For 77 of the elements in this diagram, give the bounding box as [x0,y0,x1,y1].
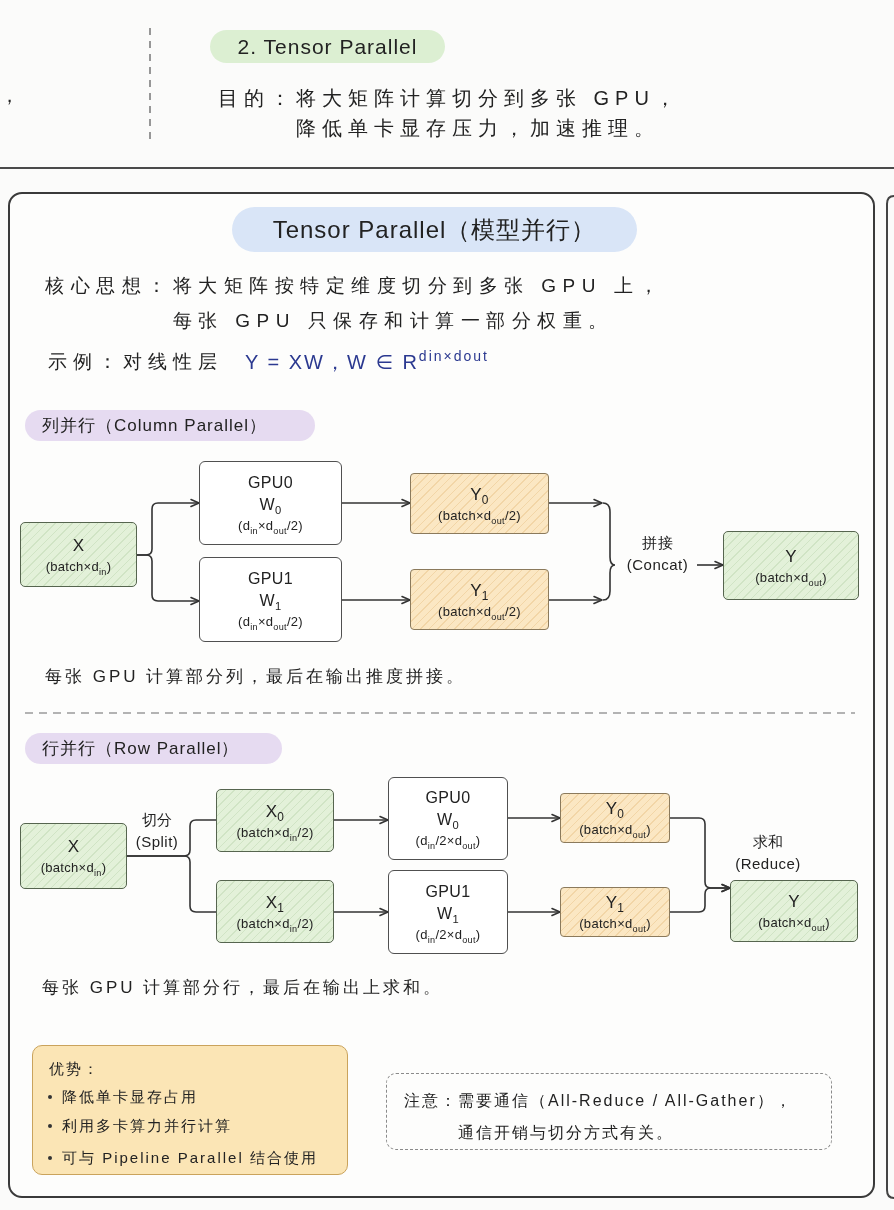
dimension-text: (batch×d$_{out}$) [758,914,830,932]
matrix-name: Y [788,891,800,913]
dimension-text: (batch×d$_{in}$/2) [236,914,314,933]
arrow [333,815,389,825]
dimension-text: (batch×d$_{in}$) [40,859,107,877]
gpu-name: GPU0 [425,788,471,808]
dimension-text: (d$_{in}$/2×d$_{out}$) [415,832,481,850]
example-text: 示例：对线性层 [48,350,223,374]
matrix-name: X$_{1}$ [265,891,285,914]
matrix-name: Y$_{1}$ [470,579,489,602]
arrow [341,498,411,508]
input-shard-box [216,880,334,943]
output-box [723,531,859,600]
caption-text: 每张 GPU 计算部分行，最后在输出上求和。 [42,977,444,999]
heading-pill: 2. Tensor Parallel [210,30,445,63]
formula-text: Y = XW，W ∈ R$^{din×dout}$ [245,347,489,375]
matrix-name: X [72,534,85,557]
input-shard-box [216,789,334,852]
gpu-box [388,870,508,954]
matrix-name: X [67,836,80,858]
arrow [341,595,411,605]
weight-name: W$_{1}$ [437,903,459,925]
section-pill: 行并行（Row Parallel） [25,733,282,764]
dimension-text: (batch×d$_{out}$) [579,915,651,933]
gpu-name: GPU0 [248,472,293,493]
dimension-text: (batch×d$_{in}$/2) [236,823,314,842]
dimension-text: (d$_{in}$×d$_{out}$/2) [238,613,303,631]
dimension-text: (batch×d$_{out}$) [579,821,651,839]
connector-line [126,855,217,913]
advantages-panel [32,1045,348,1175]
matrix-name: Y$_{0}$ [605,798,625,820]
dimension-text: (d$_{in}$×d$_{out}$/2) [238,516,303,535]
dimension-text: (batch×d$_{out}$/2) [438,506,521,525]
weight-name: W$_{0}$ [259,494,282,516]
gpu-box [199,461,342,545]
gpu-name: GPU1 [248,569,293,589]
list-item: 降低单卡显存占用 [62,1087,198,1107]
arrow [333,907,389,917]
list-item: 可与 Pipeline Parallel 结合使用 [62,1148,318,1168]
input-box [20,823,127,889]
caption-text: 每张 GPU 计算部分列，最后在输出推度拼接。 [45,666,467,688]
matrix-name: X$_{0}$ [265,800,285,823]
gpu-name: GPU1 [425,881,471,902]
core-idea-text: 核心思想：将大矩阵按特定维度切分到多张 GPU 上，每张 GPU 只保存和计算一部分权重。 [45,274,666,333]
gpu-box [388,777,508,860]
partial-output-box [560,793,670,843]
weight-name: W$_{1}$ [259,591,282,612]
output-box [730,880,858,942]
partial-output-box [410,473,549,534]
arrow [548,498,603,508]
merge-label: 拼接 (Concat) [625,533,690,575]
arrow [548,595,603,605]
card-panel [8,192,875,1198]
section-pill: 列并行（Column Parallel） [25,410,315,441]
text-fragment: ， [0,84,19,108]
arrow [669,883,731,913]
input-box [20,522,137,587]
panel-heading: 优势： [49,1059,100,1079]
partial-output-box [560,887,670,937]
partial-output-box [410,569,549,630]
arrow [507,813,561,823]
arrow [507,907,561,917]
list-item: 利用多卡算力并行计算 [62,1116,232,1136]
arrow [136,554,200,606]
dimension-text: (batch×d$_{in}$) [45,557,112,576]
title-pill: Tensor Parallel（模型并行） [232,207,637,252]
note-panel: 注意：需要通信（All-Reduce / All-Gather），通信开销与切分方式有关。 [386,1073,832,1150]
dimension-text: (batch×d$_{out}$) [755,568,827,587]
matrix-name: Y [785,545,797,568]
gpu-box [199,557,342,642]
matrix-name: Y$_{1}$ [605,892,625,914]
weight-name: W$_{0}$ [437,810,459,831]
arrow [696,560,724,570]
dimension-text: (batch×d$_{out}$/2) [438,602,521,621]
matrix-name: Y$_{0}$ [470,483,489,506]
dimension-text: (d$_{in}$/2×d$_{out}$) [415,925,481,944]
purpose-text: 目的：将大矩阵计算切分到多张 GPU，降低单卡显存压力，加速推理。 [218,86,682,141]
